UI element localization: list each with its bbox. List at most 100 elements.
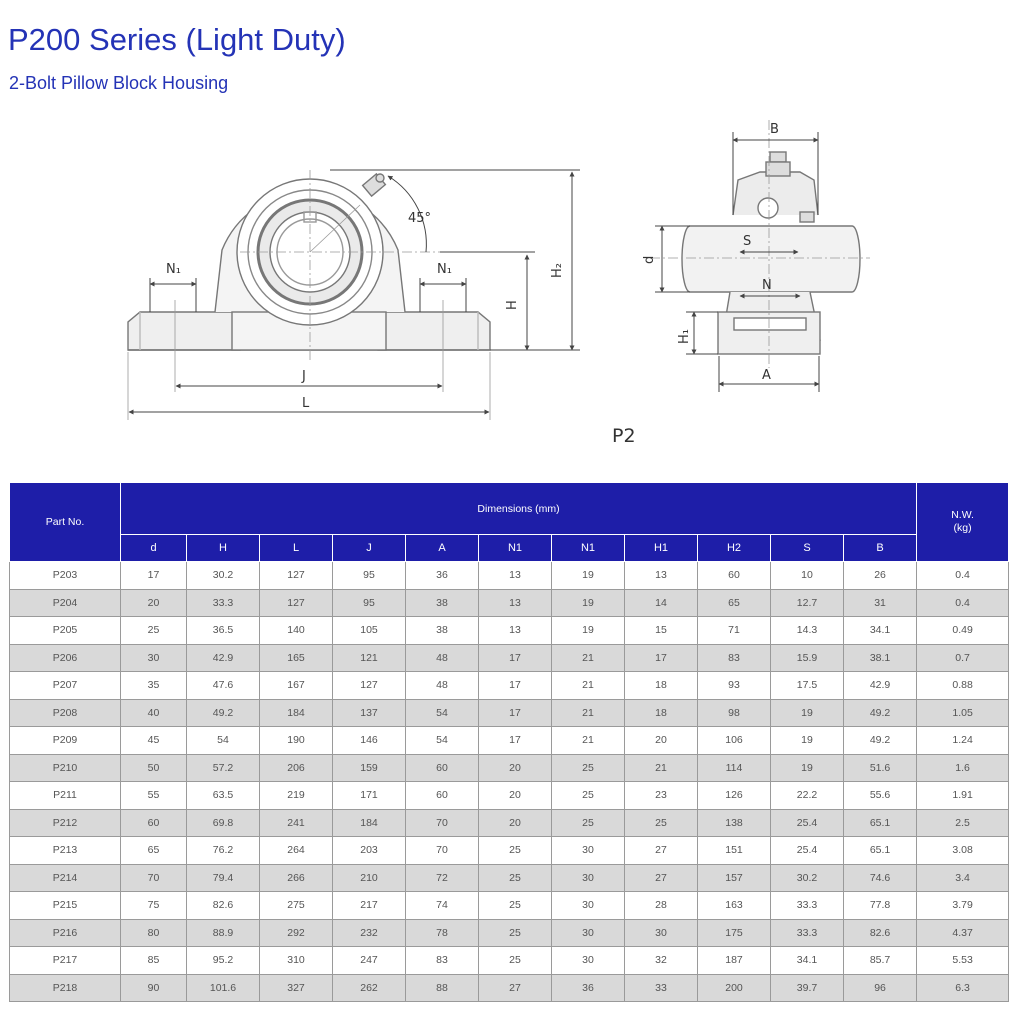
- table-cell: 30: [120, 643, 187, 672]
- table-cell: 36.5: [186, 616, 260, 645]
- part-number-cell: P203: [9, 561, 121, 590]
- table-cell: 20: [120, 588, 187, 617]
- table-cell: 42.9: [186, 643, 260, 672]
- table-cell: 22.2: [770, 781, 844, 810]
- table-cell: 63.5: [186, 781, 260, 810]
- table-cell: 127: [259, 588, 333, 617]
- label-n: N: [762, 278, 772, 293]
- part-no-header: Part No.: [9, 482, 121, 562]
- table-cell: 74.6: [842, 863, 918, 892]
- table-cell: 88.9: [186, 918, 260, 947]
- table-cell: 75: [120, 891, 187, 920]
- table-cell: 65: [120, 836, 187, 865]
- table-cell: 184: [332, 808, 406, 837]
- table-cell: 47.6: [186, 671, 260, 700]
- table-cell: 247: [332, 946, 406, 975]
- table-cell: 151: [697, 836, 771, 865]
- label-n1-right: N₁: [437, 262, 452, 277]
- table-cell: 34.1: [770, 946, 844, 975]
- table-cell: 25: [120, 616, 187, 645]
- table-cell: 31: [842, 588, 918, 617]
- table-cell: 203: [332, 836, 406, 865]
- table-cell: 105: [332, 616, 406, 645]
- table-cell: 175: [697, 918, 771, 947]
- table-cell: 19: [770, 698, 844, 727]
- table-cell: 71: [697, 616, 771, 645]
- table-cell: 79.4: [186, 863, 260, 892]
- table-cell: 54: [405, 698, 479, 727]
- table-cell: 4.37: [916, 918, 1010, 947]
- table-cell: 0.4: [916, 588, 1010, 617]
- table-cell: 310: [259, 946, 333, 975]
- table-cell: 55: [120, 781, 187, 810]
- table-cell: 49.2: [186, 698, 260, 727]
- table-cell: 38: [405, 616, 479, 645]
- column-header: d: [120, 534, 187, 562]
- table-cell: 114: [697, 753, 771, 782]
- table-cell: 39.7: [770, 973, 844, 1002]
- table-cell: 17: [478, 698, 552, 727]
- table-cell: 45: [120, 726, 187, 755]
- table-cell: 35: [120, 671, 187, 700]
- table-cell: 30: [624, 918, 698, 947]
- table-cell: 187: [697, 946, 771, 975]
- table-cell: 17: [478, 643, 552, 672]
- table-cell: 17: [478, 726, 552, 755]
- table-cell: 32: [624, 946, 698, 975]
- table-cell: 3.08: [916, 836, 1010, 865]
- table-cell: 21: [551, 726, 625, 755]
- table-cell: 146: [332, 726, 406, 755]
- table-cell: 76.2: [186, 836, 260, 865]
- table-cell: 60: [120, 808, 187, 837]
- table-cell: 0.4: [916, 561, 1010, 590]
- table-cell: 21: [624, 753, 698, 782]
- column-header: H: [186, 534, 260, 562]
- table-cell: 60: [405, 753, 479, 782]
- table-cell: 93: [697, 671, 771, 700]
- table-cell: 54: [405, 726, 479, 755]
- table-cell: 70: [405, 836, 479, 865]
- table-cell: 40: [120, 698, 187, 727]
- table-cell: 17: [120, 561, 187, 590]
- table-cell: 140: [259, 616, 333, 645]
- table-cell: 38.1: [842, 643, 918, 672]
- table-cell: 19: [551, 561, 625, 590]
- table-cell: 127: [259, 561, 333, 590]
- table-cell: 0.49: [916, 616, 1010, 645]
- column-header: S: [770, 534, 844, 562]
- table-cell: 127: [332, 671, 406, 700]
- net-weight-header: N.W. (kg): [916, 482, 1010, 562]
- table-cell: 5.53: [916, 946, 1010, 975]
- table-cell: 33: [624, 973, 698, 1002]
- table-cell: 70: [405, 808, 479, 837]
- table-cell: 95.2: [186, 946, 260, 975]
- table-cell: 219: [259, 781, 333, 810]
- table-cell: 85: [120, 946, 187, 975]
- table-cell: 14.3: [770, 616, 844, 645]
- technical-drawing: N₁ N₁ 45° J L H H₂ B d: [127, 120, 870, 447]
- label-j: J: [301, 369, 306, 384]
- table-cell: 65: [697, 588, 771, 617]
- table-cell: 20: [478, 753, 552, 782]
- part-number-cell: P211: [9, 781, 121, 810]
- table-cell: 49.2: [842, 698, 918, 727]
- table-cell: 21: [551, 698, 625, 727]
- table-cell: 137: [332, 698, 406, 727]
- table-cell: 23: [624, 781, 698, 810]
- label-b: B: [770, 122, 779, 137]
- table-cell: 49.2: [842, 726, 918, 755]
- table-cell: 33.3: [770, 918, 844, 947]
- table-cell: 27: [478, 973, 552, 1002]
- part-number-cell: P208: [9, 698, 121, 727]
- table-cell: 30: [551, 946, 625, 975]
- table-cell: 74: [405, 891, 479, 920]
- table-cell: 17: [478, 671, 552, 700]
- table-cell: 6.3: [916, 973, 1010, 1002]
- table-cell: 33.3: [770, 891, 844, 920]
- table-cell: 241: [259, 808, 333, 837]
